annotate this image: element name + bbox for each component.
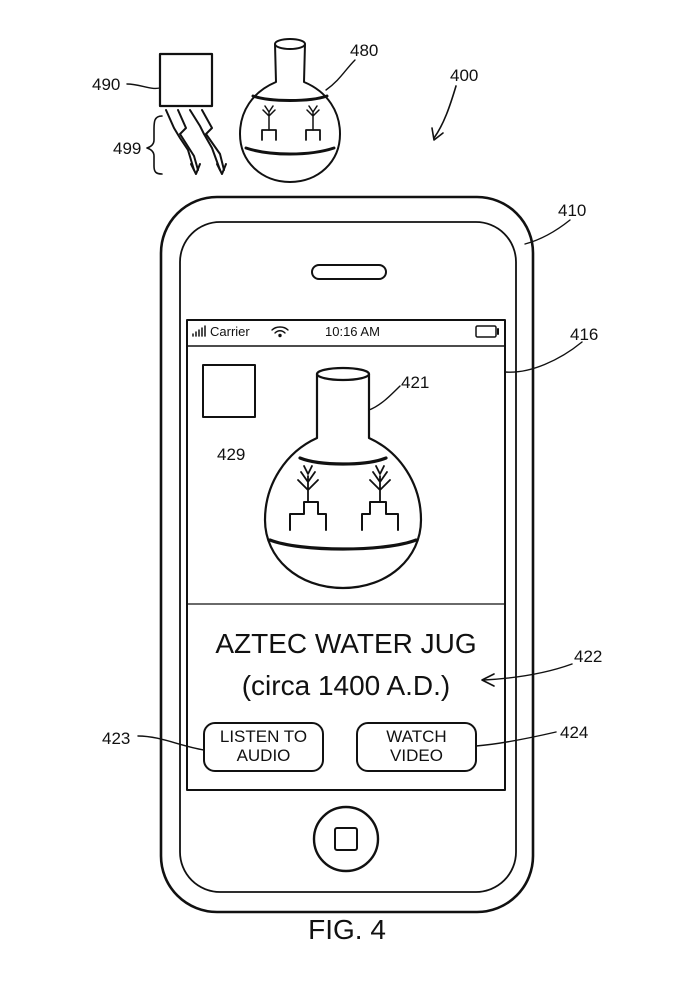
ref-416: 416 — [570, 325, 599, 344]
listen-button-line2: AUDIO — [236, 746, 291, 765]
ref-400: 400 — [450, 66, 479, 85]
ref-422: 422 — [574, 647, 603, 666]
speaker-slot — [311, 264, 387, 280]
signal-zigzag-1 — [165, 109, 195, 171]
ref-429: 429 — [217, 445, 246, 464]
home-button[interactable] — [312, 805, 380, 873]
leader-424 — [475, 731, 557, 747]
watch-button-line2: VIDEO — [390, 746, 443, 765]
ref-410: 410 — [558, 201, 587, 220]
ref-490: 490 — [92, 75, 121, 94]
phone-outer-body — [159, 195, 535, 914]
leader-416 — [504, 341, 583, 373]
ref-423: 423 — [102, 729, 131, 748]
phone-inner-bezel — [179, 221, 517, 893]
home-button-icon — [334, 827, 358, 851]
leader-423 — [137, 735, 205, 751]
tag-box-429 — [202, 364, 256, 418]
ref-424: 424 — [560, 723, 589, 742]
leader-480 — [325, 59, 356, 91]
listen-button-line1: LISTEN TO — [219, 727, 308, 747]
ref-421: 421 — [401, 373, 430, 392]
jug-drawing-480 — [239, 38, 341, 183]
watch-video-button[interactable]: WATCH VIDEO — [356, 722, 477, 772]
arrow-head-2 — [216, 163, 227, 175]
leader-490 — [126, 83, 161, 90]
battery-icon — [475, 325, 499, 338]
listen-to-audio-button[interactable]: LISTEN TO AUDIO — [203, 722, 324, 772]
artifact-title: AZTEC WATER JUG — [215, 628, 477, 659]
arrow-400 — [433, 85, 457, 139]
artifact-date: (circa 1400 A.D.) — [241, 670, 451, 701]
figure-caption: FIG. 4 — [308, 914, 386, 945]
leader-410 — [524, 219, 571, 245]
signal-bars-icon — [192, 325, 206, 337]
clock-label: 10:16 AM — [325, 324, 380, 339]
screen — [186, 319, 506, 791]
ref-480: 480 — [350, 41, 379, 60]
leader-421 — [368, 385, 401, 411]
signal-zigzag-2 — [189, 109, 221, 171]
beacon-box-490 — [158, 52, 214, 108]
arrow-422-head — [481, 673, 495, 687]
arrow-422 — [483, 663, 573, 681]
jug-image-421 — [263, 366, 423, 590]
wifi-icon — [271, 326, 289, 338]
arrow-head-1 — [190, 163, 201, 175]
carrier-label: Carrier — [210, 324, 250, 339]
signal-zigzag-1b — [177, 109, 199, 171]
arrow-400-head — [431, 127, 444, 141]
watch-button-line1: WATCH — [386, 727, 447, 747]
brace-499 — [146, 115, 163, 175]
ref-499: 499 — [113, 139, 142, 158]
signal-zigzag-2b — [201, 109, 225, 171]
